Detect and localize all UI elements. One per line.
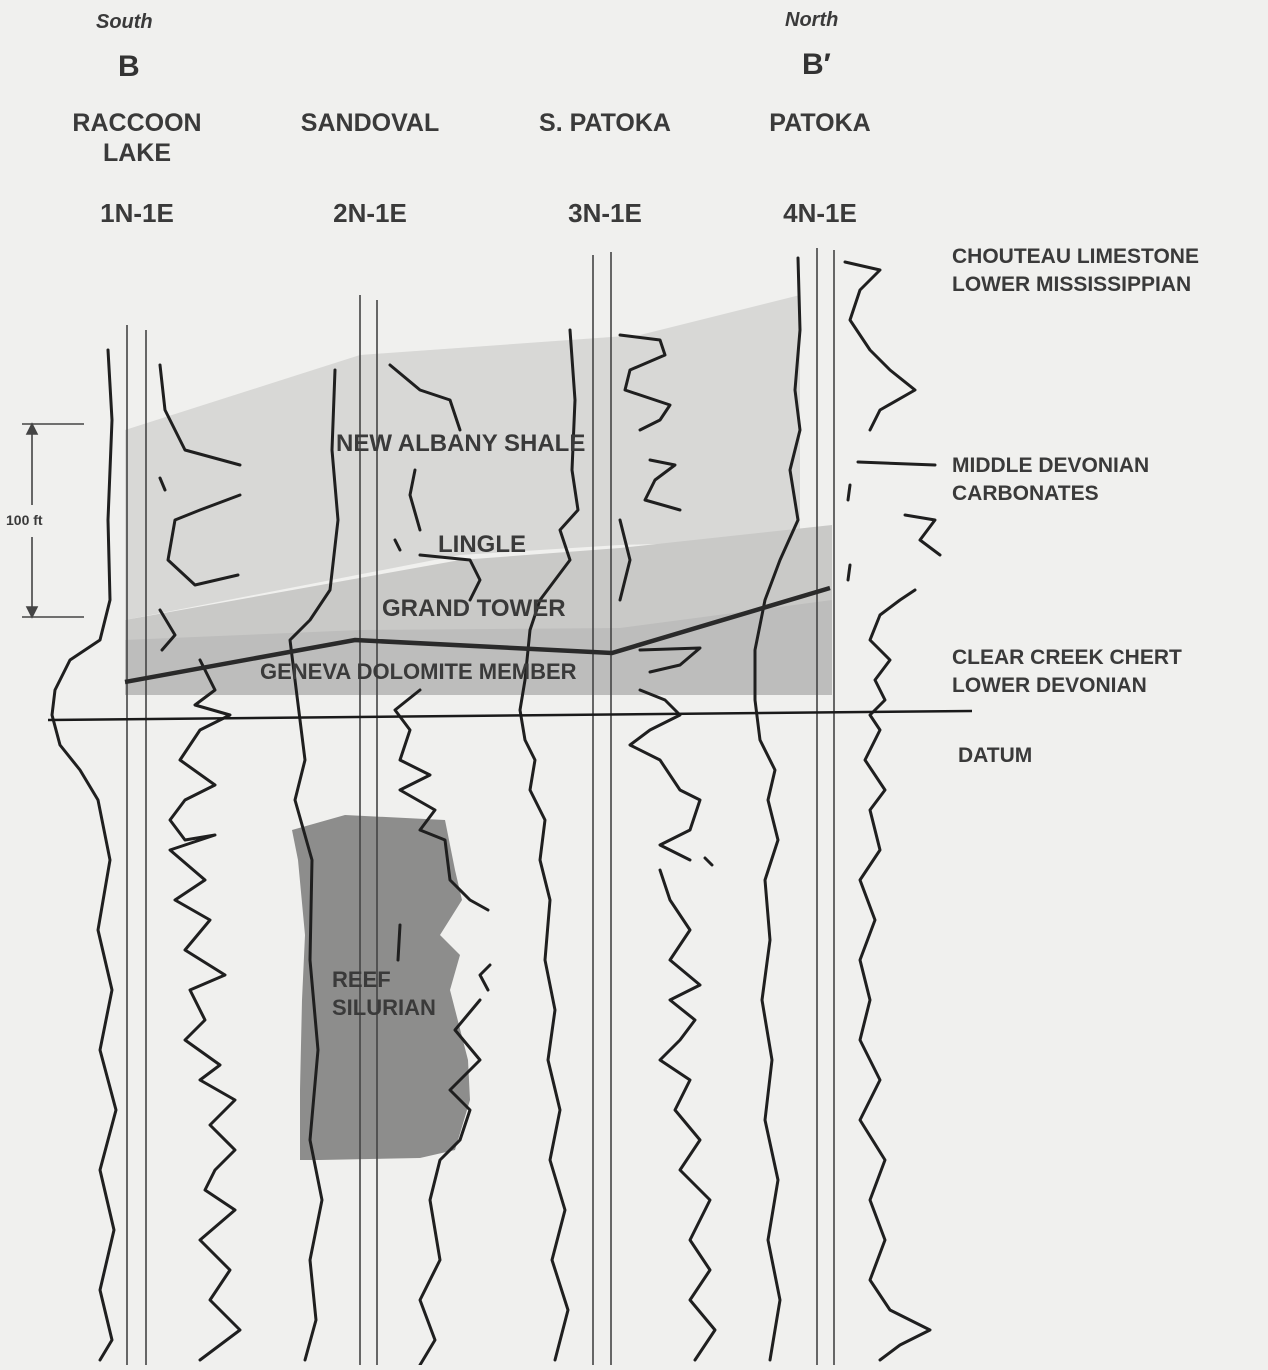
- section-label-b: B: [118, 52, 140, 82]
- middle-devonian-line1: MIDDLE DEVONIAN: [952, 452, 1149, 480]
- reef-line2: SILURIAN: [332, 994, 436, 1022]
- lingle-label: LINGLE: [438, 533, 526, 557]
- well-name-raccoon-lake: RACCOON LAKE: [57, 108, 217, 168]
- direction-north-label: North: [785, 10, 838, 30]
- direction-south-label: South: [96, 12, 153, 32]
- middle-devonian-line2: CARBONATES: [952, 480, 1149, 508]
- township-3n-1e: 3N-1E: [520, 200, 690, 226]
- township-2n-1e: 2N-1E: [285, 200, 455, 226]
- log-raccoon-left: [52, 350, 116, 1360]
- township-4n-1e: 4N-1E: [750, 200, 890, 226]
- reef-silurian-label: REEF SILURIAN: [332, 966, 436, 1022]
- well-name-line1: RACCOON: [57, 108, 217, 138]
- well-name-sandoval: SANDOVAL: [285, 108, 455, 138]
- scale-bar-label: 100 ft: [6, 513, 43, 527]
- clear-creek-line1: CLEAR CREEK CHERT: [952, 644, 1182, 672]
- clear-creek-line2: LOWER DEVONIAN: [952, 672, 1182, 700]
- reef-line1: REEF: [332, 966, 436, 994]
- datum-label: DATUM: [958, 742, 1032, 770]
- grand-tower-label: GRAND TOWER: [382, 597, 566, 621]
- new-albany-shale-label: NEW ALBANY SHALE: [336, 432, 585, 456]
- well-name-line2: LAKE: [57, 138, 217, 168]
- clear-creek-chert-label: CLEAR CREEK CHERT LOWER DEVONIAN: [952, 644, 1182, 700]
- geneva-dolomite-member-label: GENEVA DOLOMITE MEMBER: [260, 661, 577, 683]
- middle-devonian-label: MIDDLE DEVONIAN CARBONATES: [952, 452, 1149, 508]
- well-name-patoka: PATOKA: [750, 108, 890, 138]
- section-label-b-prime: B′: [802, 50, 831, 80]
- chouteau-line1: CHOUTEAU LIMESTONE: [952, 243, 1199, 271]
- well-name-s-patoka: S. PATOKA: [520, 108, 690, 138]
- log-patoka-right: [845, 262, 940, 1360]
- chouteau-limestone-label: CHOUTEAU LIMESTONE LOWER MISSISSIPPIAN: [952, 243, 1199, 299]
- township-1n-1e: 1N-1E: [57, 200, 217, 226]
- chouteau-line2: LOWER MISSISSIPPIAN: [952, 271, 1199, 299]
